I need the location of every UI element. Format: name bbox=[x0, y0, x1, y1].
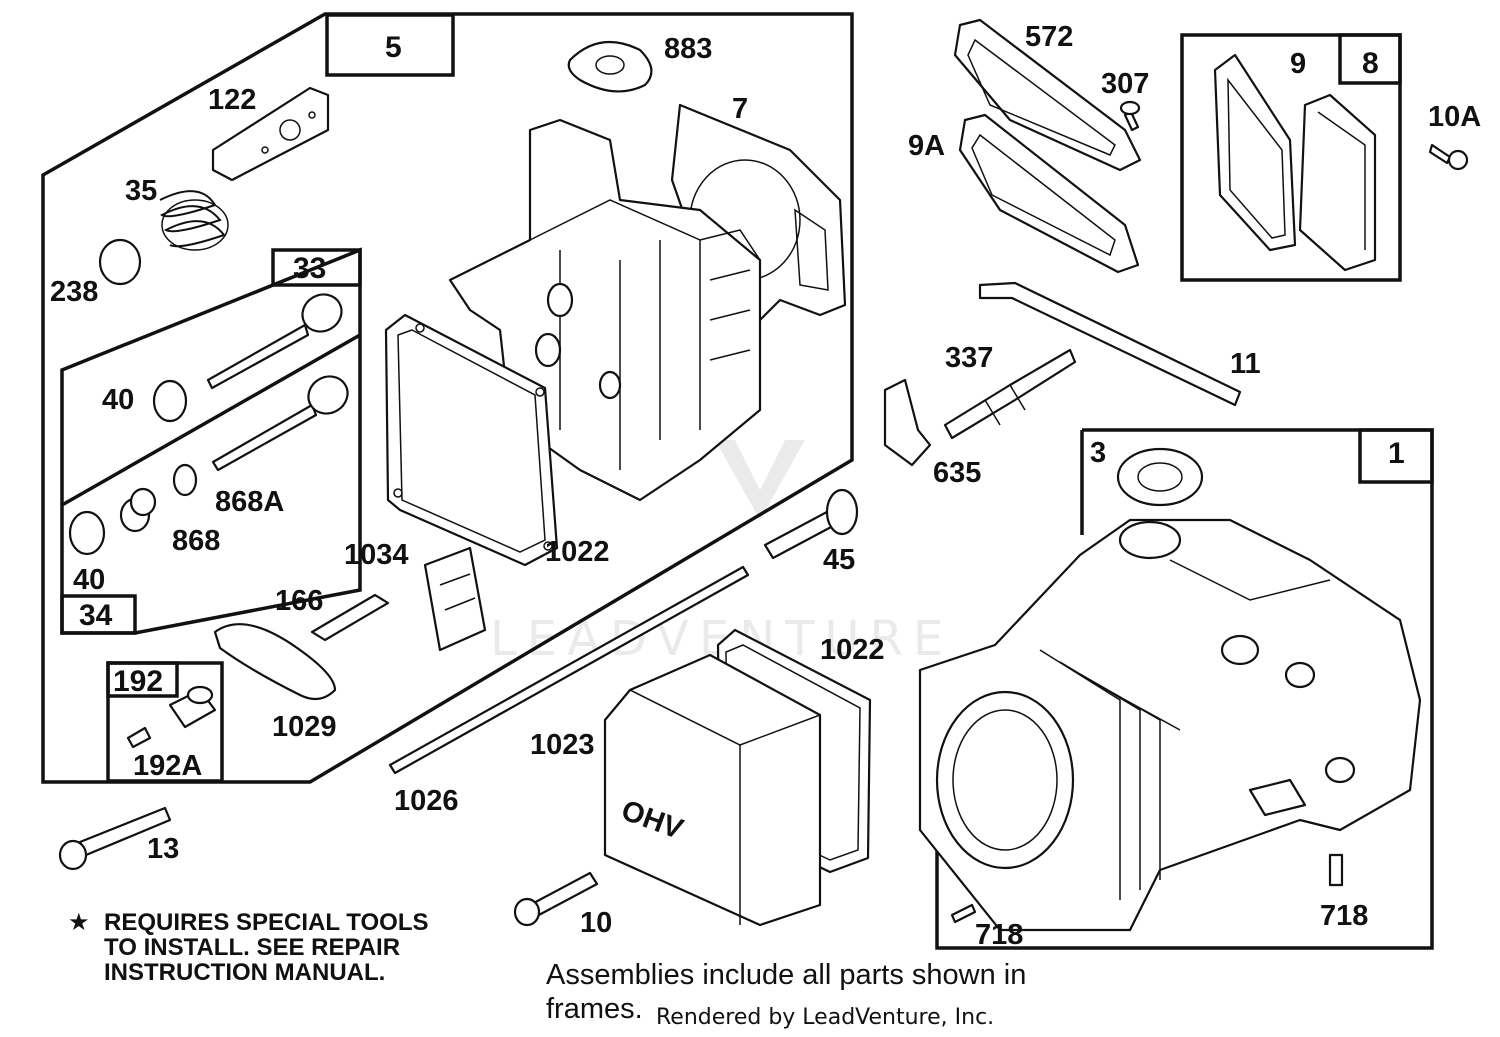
footer: Assemblies include all parts shown in fr… bbox=[546, 959, 1026, 1030]
part-1-cylinder-block bbox=[918, 518, 1422, 932]
frame-192-label: 192 bbox=[113, 665, 163, 698]
part-1022-gasket-upper bbox=[384, 313, 559, 567]
frame-33-34-outline bbox=[60, 247, 362, 635]
frame-1-label: 1 bbox=[1388, 437, 1405, 470]
part-718-dowel-left bbox=[950, 903, 977, 924]
star-icon: ★ bbox=[68, 909, 90, 936]
label-40-lower: 40 bbox=[73, 564, 105, 596]
part-883-gasket bbox=[567, 40, 653, 93]
label-238: 238 bbox=[50, 276, 98, 308]
part-35-spring bbox=[159, 190, 229, 251]
frame-33-label: 33 bbox=[293, 252, 326, 285]
part-33-intake-valve bbox=[206, 293, 343, 390]
note-line-2: TO INSTALL. SEE REPAIR bbox=[104, 934, 400, 961]
frame-8-tag bbox=[1338, 33, 1402, 85]
frame-5-tag bbox=[325, 13, 455, 77]
label-337: 337 bbox=[945, 342, 993, 374]
frame-34-label: 34 bbox=[79, 599, 113, 632]
label-10: 10 bbox=[580, 907, 612, 939]
part-40-retainer-lower bbox=[68, 510, 106, 556]
part-1029-rocker-arm bbox=[213, 623, 337, 701]
frame-33-tag bbox=[271, 248, 362, 287]
label-1022-lower: 1022 bbox=[820, 634, 885, 666]
frame-5-outline bbox=[41, 12, 854, 784]
part-9a-gasket bbox=[958, 113, 1140, 274]
part-10-bolt bbox=[513, 871, 599, 927]
part-337-spark-plug bbox=[943, 348, 1077, 440]
label-883: 883 bbox=[664, 33, 712, 65]
render-credit: Rendered by LeadVenture, Inc. bbox=[656, 1005, 994, 1030]
label-718-left: 718 bbox=[975, 919, 1023, 951]
label-1029: 1029 bbox=[272, 711, 337, 743]
frame-8-label: 8 bbox=[1362, 47, 1379, 80]
label-13: 13 bbox=[147, 833, 179, 865]
part-307-screw bbox=[1119, 100, 1141, 132]
part-1023-valve-cover: OHV bbox=[603, 653, 822, 927]
label-9: 9 bbox=[1290, 48, 1306, 80]
label-3: 3 bbox=[1090, 437, 1106, 469]
label-1023: 1023 bbox=[530, 729, 595, 761]
part-labels: 883 7 122 35 238 40 868A 868 40 1022 103… bbox=[50, 21, 1481, 951]
frame-1-tag bbox=[1358, 428, 1434, 484]
label-868a: 868A bbox=[215, 486, 284, 518]
label-45: 45 bbox=[823, 544, 855, 576]
label-1026: 1026 bbox=[394, 785, 459, 817]
part-40-retainer-upper bbox=[152, 379, 188, 423]
frame-9-8-outline bbox=[1180, 33, 1402, 282]
part-192-fitting bbox=[168, 685, 217, 729]
label-40-upper: 40 bbox=[102, 384, 134, 416]
label-11: 11 bbox=[1230, 348, 1261, 380]
part-238-cap bbox=[98, 238, 142, 286]
label-7: 7 bbox=[732, 93, 748, 125]
frame-192-tag bbox=[106, 661, 179, 698]
special-tools-note: ★ REQUIRES SPECIAL TOOLS TO INSTALL. SEE… bbox=[68, 909, 429, 986]
part-868a-washer bbox=[172, 463, 198, 497]
part-10a-screw bbox=[1428, 143, 1469, 171]
frame-33-34-divider bbox=[61, 333, 361, 507]
part-11-tube bbox=[978, 281, 1242, 407]
part-635-plug-boot bbox=[883, 378, 932, 467]
part-192a-screw bbox=[126, 726, 152, 749]
label-1022-upper: 1022 bbox=[545, 536, 610, 568]
part-1026-push-rod bbox=[388, 565, 750, 775]
label-9a: 9A bbox=[908, 130, 945, 162]
part-8-cover bbox=[1298, 93, 1377, 272]
label-192a: 192A bbox=[133, 750, 202, 782]
watermark-logo-icon bbox=[715, 440, 805, 520]
label-572: 572 bbox=[1025, 21, 1073, 53]
frame-5-label: 5 bbox=[385, 31, 402, 64]
label-166: 166 bbox=[275, 585, 323, 617]
label-307: 307 bbox=[1101, 68, 1149, 100]
part-13-bolt bbox=[58, 806, 172, 871]
assemblies-note-line-2: frames. bbox=[546, 993, 643, 1025]
note-line-1: REQUIRES SPECIAL TOOLS bbox=[104, 909, 429, 936]
label-718-right: 718 bbox=[1320, 900, 1368, 932]
label-10a: 10A bbox=[1428, 101, 1481, 133]
label-868: 868 bbox=[172, 525, 220, 557]
label-122: 122 bbox=[208, 84, 256, 116]
label-1034: 1034 bbox=[344, 539, 409, 571]
part-1034-breather-plate bbox=[423, 546, 487, 652]
part-718-dowel-right bbox=[1328, 853, 1344, 887]
part-572-gasket bbox=[953, 18, 1142, 172]
part-45-tappet bbox=[763, 488, 859, 560]
part-9-gasket bbox=[1213, 53, 1297, 252]
part-3-oil-seal bbox=[1116, 447, 1204, 507]
part-166-stud bbox=[310, 593, 390, 642]
assemblies-note-line-1: Assemblies include all parts shown in bbox=[546, 959, 1026, 991]
part-exhaust-valve bbox=[211, 375, 349, 472]
frame-1-outline bbox=[935, 428, 1434, 950]
note-line-3: INSTRUCTION MANUAL. bbox=[104, 959, 385, 986]
part-868-valve-seal bbox=[119, 487, 157, 533]
label-35: 35 bbox=[125, 175, 157, 207]
part-122-plate bbox=[211, 86, 330, 182]
frame-34-tag bbox=[60, 594, 137, 635]
label-635: 635 bbox=[933, 457, 981, 489]
